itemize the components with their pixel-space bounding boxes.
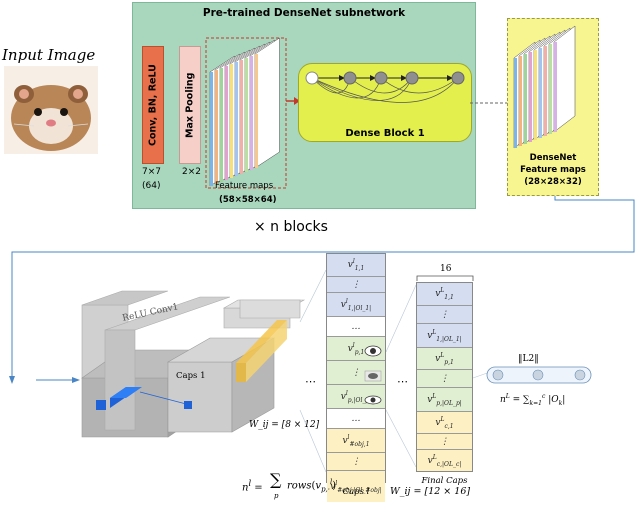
capsule-cell: vLc,1	[417, 411, 472, 433]
weight-1: W_ij = [8 × 12]	[249, 420, 320, 430]
output-map-edge	[529, 52, 532, 142]
output-map-edge	[524, 54, 527, 144]
feature-map-edge	[220, 68, 223, 182]
red-arrow	[286, 97, 300, 105]
capsule-cell: vL1,1	[417, 283, 472, 305]
final-width-bracket	[416, 275, 474, 281]
output-maps-stack	[513, 25, 576, 149]
output-map-edge	[514, 58, 517, 148]
capsule-cell: ⋮	[327, 452, 385, 470]
capsule-cell: vLp,1	[417, 347, 472, 369]
feature-map-edge	[215, 70, 218, 184]
nl-formula-left: nl =	[242, 478, 263, 494]
dashed-connector	[470, 102, 510, 104]
nl-sum-index: p	[274, 492, 279, 500]
caps-l-label: Caps l	[342, 487, 370, 497]
eye-icon-2	[364, 395, 382, 405]
conv-kernel: 7×7	[142, 167, 161, 177]
capsule-cell: vl1,|Ol_1|	[327, 292, 385, 316]
dense-block-graph	[305, 71, 465, 103]
nose-icon	[364, 370, 382, 382]
output-map-edge	[554, 42, 557, 132]
capsule-cell: ⋮	[327, 276, 385, 292]
capsule-cell: ⋮	[417, 433, 472, 449]
capsule-cell: vL1,|OL_1|	[417, 323, 472, 347]
hamster-image	[4, 66, 98, 154]
output-maps-line1: DenseNet	[529, 153, 577, 163]
nl-sum-symbol: ∑	[270, 470, 282, 489]
nl-rows: rows(vp,·l)	[287, 478, 337, 494]
capsule-cell: …	[327, 408, 385, 428]
final-caps-column: vL1,1⋮vL1,|OL_1|vLp,1⋮vLp,|OL_p|vLc,1⋮vL…	[416, 282, 473, 472]
capsule-cell: vl#obj,1	[327, 428, 385, 452]
capsule-cell: vl#obj,|Ol_#obj|	[327, 470, 385, 502]
feature-map-edge	[235, 62, 238, 176]
caps1-label: Caps 1	[176, 371, 206, 381]
output-maps-dims: (28×28×32)	[524, 177, 582, 187]
feature-map-edge	[230, 64, 233, 178]
feature-map-edge	[210, 72, 213, 186]
feature-map-edge	[245, 58, 248, 172]
output-maps-line2: Feature maps	[520, 165, 586, 175]
dots-right: ⋯	[397, 375, 408, 388]
densenet-title: Pre-trained DenseNet subnetwork	[202, 7, 406, 19]
nL-formula: nL = ∑k=1c |Ok|	[500, 393, 566, 407]
dense-block-label: Dense Block 1	[345, 128, 425, 139]
output-map-edge	[544, 46, 547, 136]
output-map-edge	[519, 56, 522, 146]
capsule-cell: ⋮	[417, 369, 472, 387]
l2-output-vector	[486, 366, 592, 384]
final-caps-label: Final Caps	[421, 476, 468, 486]
capsule-cell: vLp,|OL_p|	[417, 387, 472, 411]
dots-left: ⋯	[305, 375, 316, 388]
feature-maps-dims: (58×58×64)	[219, 195, 277, 205]
output-map-edge	[549, 44, 552, 134]
input-image-label: Input Image	[2, 46, 96, 64]
feature-maps-stack	[205, 37, 287, 189]
feature-maps-label: Feature maps	[215, 181, 274, 191]
weight-2: W_ij = [12 × 16]	[390, 486, 471, 497]
feature-map-edge	[225, 66, 228, 180]
final-width-label: 16	[440, 264, 452, 274]
eye-icon	[364, 345, 382, 357]
feature-map-edge	[255, 54, 258, 168]
conv-block: Conv, BN, ReLU	[142, 46, 164, 164]
output-map-edge	[539, 48, 542, 138]
pool-size: 2×2	[182, 167, 201, 177]
capsule-cell: vl1,1	[327, 254, 385, 276]
repeat-label: × n blocks	[254, 219, 328, 235]
max-pooling-block: Max Pooling	[179, 46, 201, 164]
capsule-cell: …	[327, 316, 385, 336]
feature-map-edge	[240, 60, 243, 174]
output-map-edge	[534, 50, 537, 140]
feature-map-edge	[250, 56, 253, 170]
capsule-cell: vLc,|OL_c|	[417, 449, 472, 471]
conv-channels: (64)	[142, 181, 161, 191]
capsule-cell: ⋮	[417, 305, 472, 323]
caps-l-column: vl1,1⋮vl1,|Ol_1|…vlp,1⋮vlp,|Ol_p|…vl#obj…	[326, 253, 386, 502]
l2-label: ‖L2‖	[518, 354, 539, 364]
